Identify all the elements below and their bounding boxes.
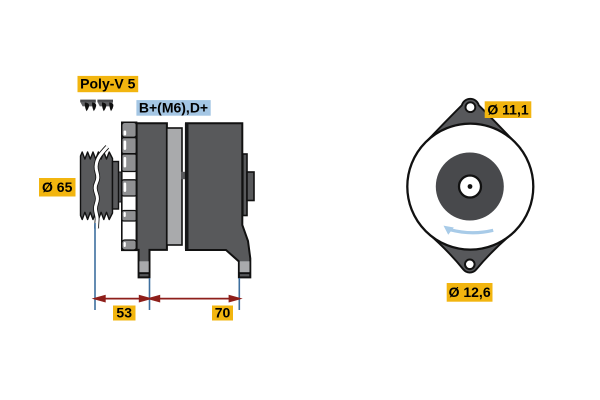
svg-text:Ø 65: Ø 65 <box>42 179 73 195</box>
svg-text:Ø 12,6: Ø 12,6 <box>449 284 491 300</box>
svg-text:Poly-V 5: Poly-V 5 <box>80 76 135 92</box>
svg-text:B+(M6),D+: B+(M6),D+ <box>139 100 208 116</box>
svg-text:70: 70 <box>215 305 231 321</box>
svg-text:Ø 11,1: Ø 11,1 <box>487 101 528 117</box>
svg-text:53: 53 <box>116 305 132 321</box>
